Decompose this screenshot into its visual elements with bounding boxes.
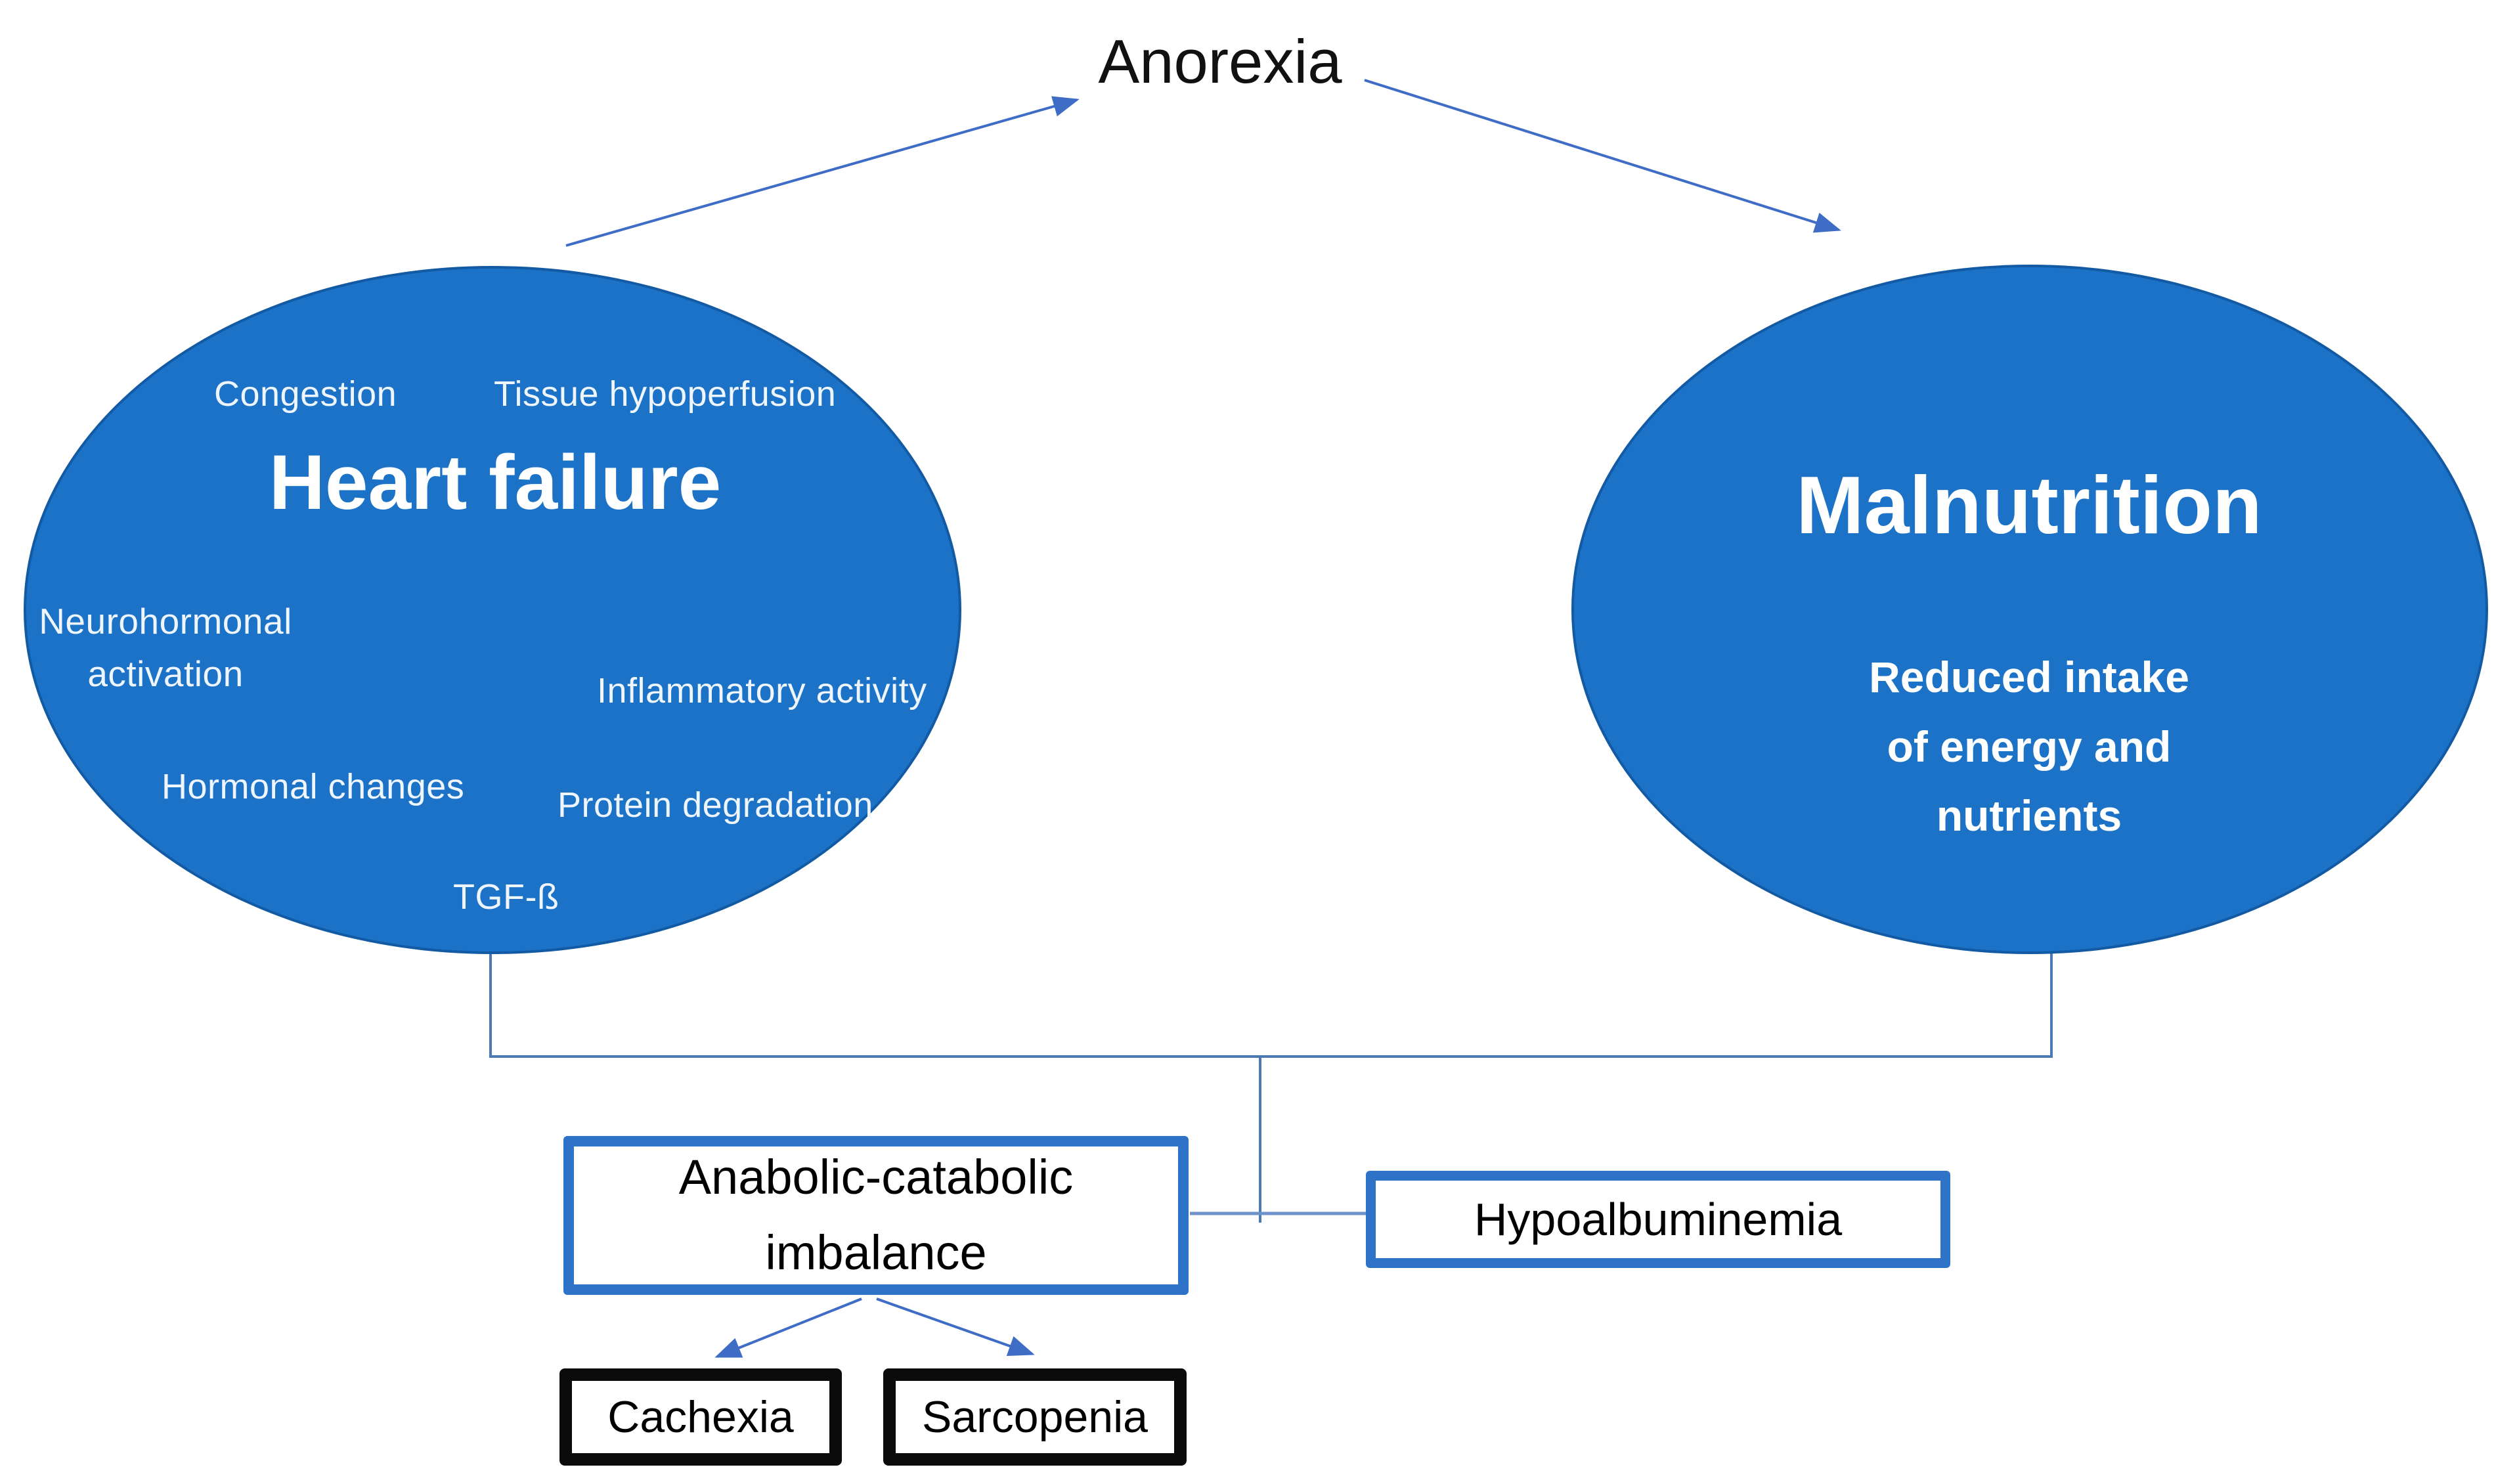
malnutrition-ellipse: Malnutrition Reduced intake of energy an…	[1571, 265, 2488, 954]
cachexia-box: Cachexia	[559, 1368, 842, 1466]
hypoalbuminemia-box: Hypoalbuminemia	[1366, 1171, 1950, 1268]
tissue-hypoperfusion-label: Tissue hypoperfusion	[494, 374, 837, 414]
malnutrition-title: Malnutrition	[1796, 460, 2262, 551]
anabolic-catabolic-imbalance-box: Anabolic-catabolic imbalance	[563, 1136, 1189, 1295]
arrow-anabolic-to-cachexia	[714, 1298, 862, 1358]
tgf-beta-label: TGF-ß	[453, 877, 559, 917]
arrow-anorexia-to-malnutrition	[1364, 79, 1841, 233]
bracket-ellipses-connector	[489, 953, 2053, 1058]
inflammatory-activity-label: Inflammatory activity	[597, 671, 927, 710]
sarcopenia-box: Sarcopenia	[883, 1368, 1187, 1466]
arrow-heartfailure-to-anorexia	[565, 96, 1080, 247]
arrow-anabolic-to-sarcopenia	[876, 1298, 1035, 1357]
protein-degradation-label: Protein degradation	[558, 785, 873, 825]
congestion-label: Congestion	[214, 374, 397, 414]
heart-failure-ellipse: Congestion Tissue hypoperfusion Heart fa…	[24, 266, 961, 954]
anorexia-label: Anorexia	[1098, 27, 1342, 96]
heart-failure-title: Heart failure	[269, 439, 722, 526]
neurohormonal-activation-label: Neurohormonal activation	[39, 601, 292, 694]
malnutrition-subtitle: Reduced intake of energy and nutrients	[1869, 653, 2189, 840]
hormonal-changes-label: Hormonal changes	[162, 767, 465, 806]
